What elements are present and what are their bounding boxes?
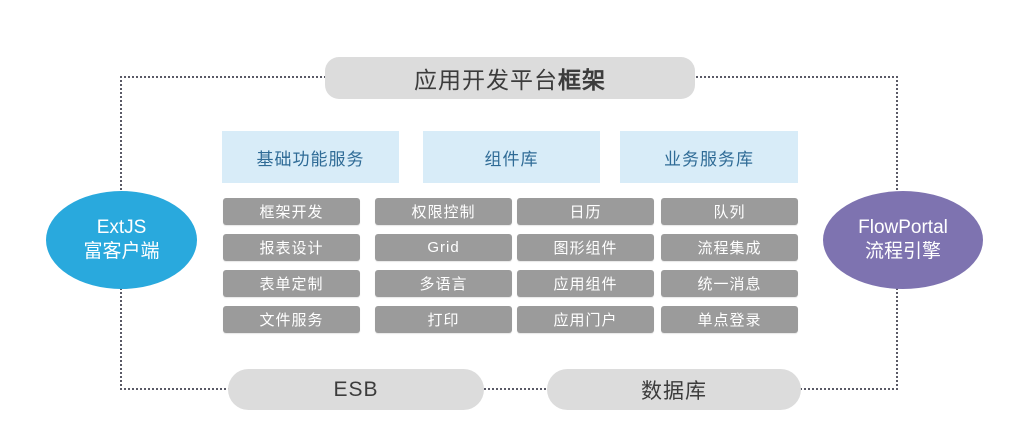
module-cell: 框架开发 <box>223 198 360 225</box>
category-header-basic-services: 基础功能服务 <box>222 131 399 183</box>
node-subtitle: 流程引擎 <box>864 241 941 262</box>
node-title: FlowPortal <box>858 217 948 239</box>
module-cell: 文件服务 <box>223 306 360 333</box>
node-label: 数据库 <box>641 379 707 403</box>
module-cell: 日历 <box>517 198 654 225</box>
node-flowportal-process-engine: FlowPortal 流程引擎 <box>823 191 983 289</box>
module-cell: 表单定制 <box>223 270 360 297</box>
module-cell: 报表设计 <box>223 234 360 261</box>
module-cell: 单点登录 <box>661 306 798 333</box>
platform-title-box: 应用开发平台框架 <box>325 57 695 99</box>
module-cell: 流程集成 <box>661 234 798 261</box>
category-label: 基础功能服务 <box>256 149 365 169</box>
module-cell: 统一消息 <box>661 270 798 297</box>
platform-title-normal: 应用开发平台 <box>414 67 558 93</box>
category-label: 组件库 <box>484 149 539 169</box>
module-cell: 应用组件 <box>517 270 654 297</box>
module-cell: 队列 <box>661 198 798 225</box>
node-subtitle: 富客户端 <box>83 241 160 262</box>
platform-title-bold: 框架 <box>558 67 606 93</box>
category-header-component-library: 组件库 <box>423 131 600 183</box>
module-column-4: 队列 流程集成 统一消息 单点登录 <box>661 198 798 342</box>
module-column-3: 日历 图形组件 应用组件 应用门户 <box>517 198 654 342</box>
module-cell: 图形组件 <box>517 234 654 261</box>
category-label: 业务服务库 <box>664 149 754 169</box>
node-database: 数据库 <box>547 369 801 410</box>
node-title: ExtJS <box>96 217 147 239</box>
module-column-2: 权限控制 Grid 多语言 打印 <box>375 198 512 342</box>
category-header-business-service-library: 业务服务库 <box>620 131 798 183</box>
module-cell: 多语言 <box>375 270 512 297</box>
module-cell: Grid <box>375 234 512 261</box>
module-cell: 应用门户 <box>517 306 654 333</box>
module-cell: 权限控制 <box>375 198 512 225</box>
node-label: ESB <box>333 377 379 401</box>
node-extjs-rich-client: ExtJS 富客户端 <box>46 191 197 289</box>
node-esb: ESB <box>228 369 484 410</box>
module-column-1: 框架开发 报表设计 表单定制 文件服务 <box>223 198 360 342</box>
module-cell: 打印 <box>375 306 512 333</box>
